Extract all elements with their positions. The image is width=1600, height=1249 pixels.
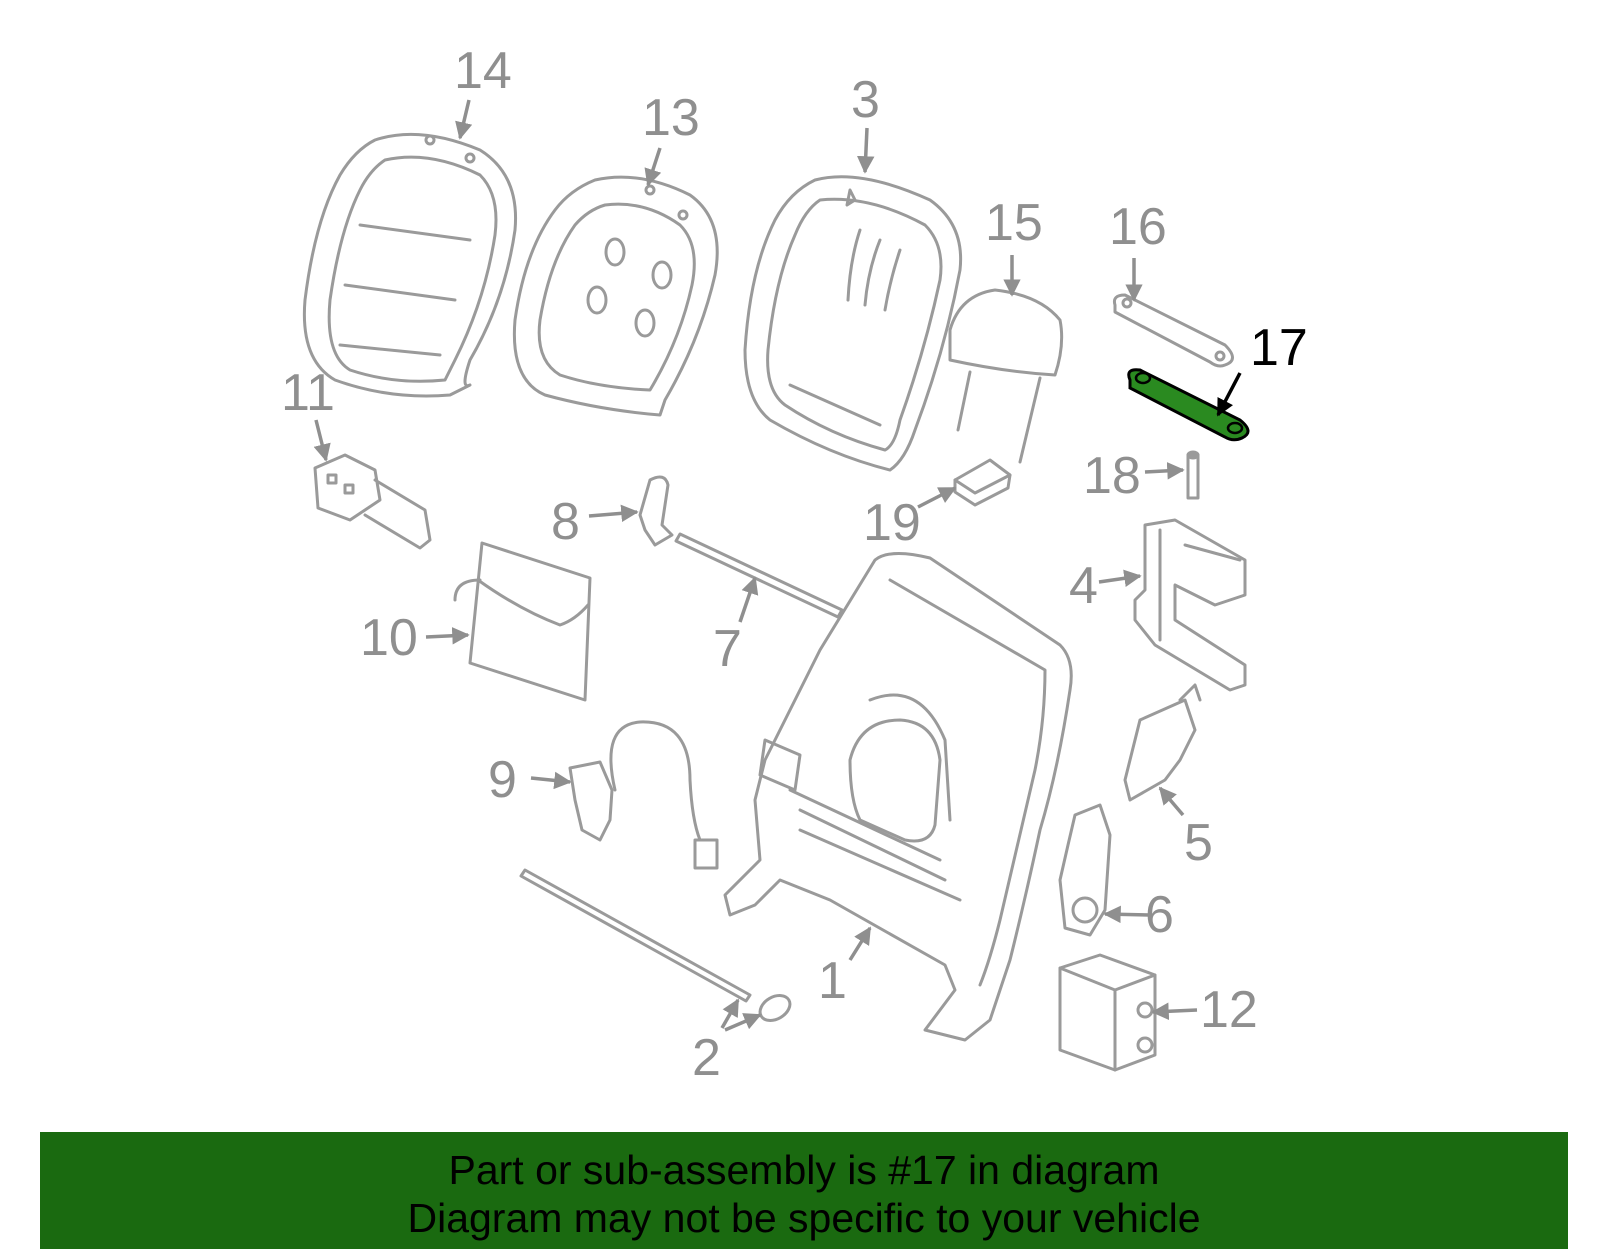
- part-16-bracket: [1113, 293, 1234, 368]
- part-12-module: [1058, 953, 1157, 1072]
- part-5-actuator: [1123, 683, 1202, 802]
- callout-9: 9: [488, 751, 517, 809]
- part-19-block: [953, 458, 1012, 507]
- part-3-seat-back-panel: [743, 175, 963, 472]
- callout-2: 2: [692, 1029, 721, 1087]
- callout-17: 17: [1250, 319, 1308, 377]
- callout-7: 7: [713, 620, 742, 678]
- callout-11: 11: [281, 364, 335, 422]
- callout-18: 18: [1083, 447, 1141, 505]
- banner-line-2: Diagram may not be specific to your vehi…: [407, 1195, 1201, 1241]
- callout-15: 15: [985, 194, 1043, 252]
- part-18-pin: [1186, 450, 1200, 500]
- callout-4: 4: [1069, 557, 1098, 615]
- callout-1: 1: [818, 952, 847, 1010]
- part-11-switch: [313, 453, 432, 550]
- callout-13: 13: [642, 89, 700, 147]
- callout-10: 10: [360, 609, 418, 667]
- callout-16: 16: [1109, 198, 1167, 256]
- part-1-seat-back-frame: [723, 552, 1073, 1042]
- part-17-highlighted-bracket: [1127, 368, 1250, 442]
- callout-3: 3: [851, 71, 880, 129]
- callout-5: 5: [1184, 814, 1213, 872]
- part-14-seat-back-cover: [302, 132, 518, 398]
- part-13-seat-back-pad: [512, 175, 719, 417]
- callout-6: 6: [1145, 886, 1174, 944]
- part-4-motor-assembly: [1133, 518, 1247, 692]
- part-15-headrest: [948, 288, 1064, 464]
- callout-12: 12: [1200, 981, 1258, 1039]
- callout-19: 19: [863, 494, 921, 552]
- callout-14: 14: [454, 42, 512, 100]
- part-6-motor: [1058, 803, 1112, 937]
- info-banner: Part or sub-assembly is #17 in diagram D…: [40, 1132, 1568, 1249]
- part-8-knob: [638, 475, 674, 547]
- part-9-wire-harness: [568, 720, 719, 870]
- callout-8: 8: [551, 493, 580, 551]
- banner-line-1: Part or sub-assembly is #17 in diagram: [448, 1147, 1160, 1193]
- part-7-rod: [674, 532, 844, 619]
- part-10-map-pocket: [453, 541, 592, 702]
- part-2-rod-and-clip: [519, 868, 792, 1022]
